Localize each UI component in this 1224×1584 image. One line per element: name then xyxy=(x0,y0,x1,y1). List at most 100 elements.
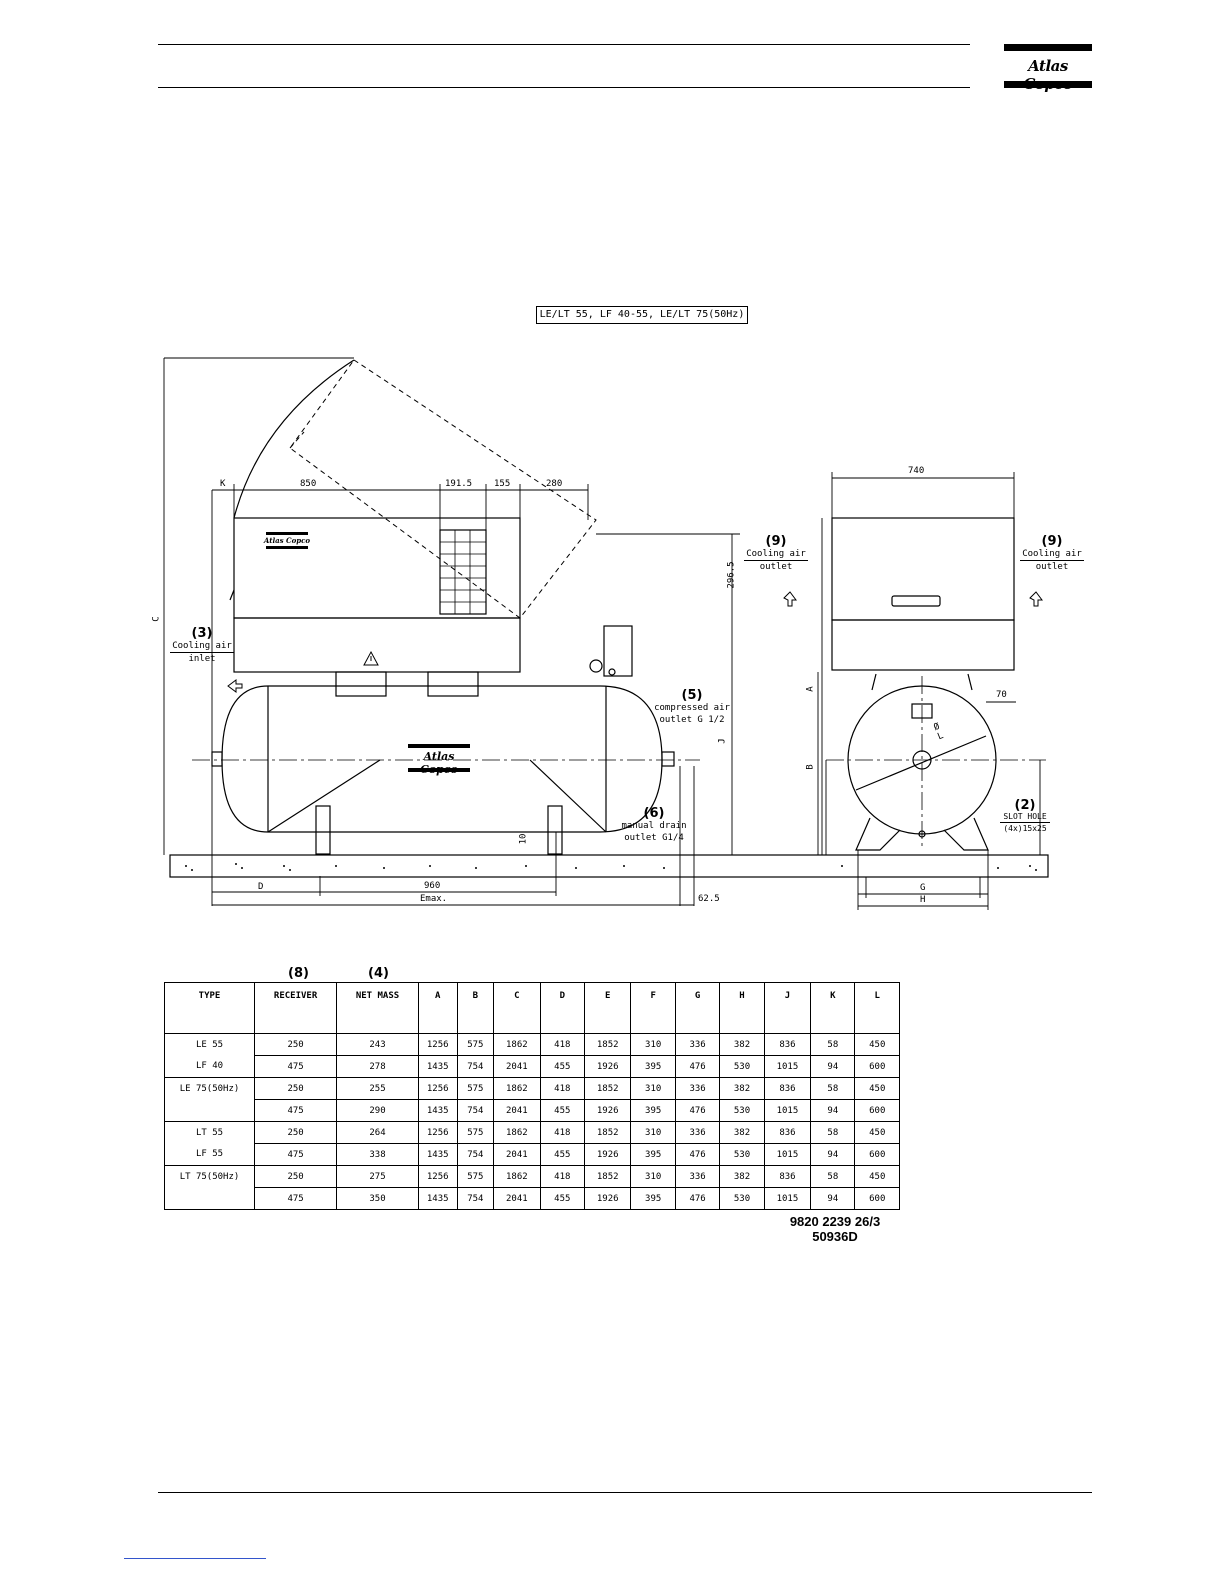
table-cell: 250 xyxy=(253,1121,338,1144)
table-cell: LF 40 xyxy=(164,1055,255,1078)
callout-2-line2: (4x)15x25 xyxy=(1003,824,1047,833)
vessel-logo-text: Atlas Copco xyxy=(420,750,458,776)
col-l: L xyxy=(854,982,900,1034)
table-cell: 336 xyxy=(674,1033,721,1056)
dim-j: J xyxy=(717,738,728,744)
table-cell: 1926 xyxy=(583,1143,632,1166)
dim-10: 10 xyxy=(518,833,529,845)
table-cell: 94 xyxy=(810,1055,856,1078)
col-g: G xyxy=(674,982,721,1034)
callout-5-line1: compressed air xyxy=(654,703,730,713)
table-cell: 1852 xyxy=(583,1165,632,1188)
table-cell: 836 xyxy=(763,1033,812,1056)
footer-link-underline xyxy=(124,1558,266,1559)
table-cell: LE 55 xyxy=(164,1033,255,1056)
table-cell: 450 xyxy=(854,1077,900,1100)
table-cell: 94 xyxy=(810,1099,856,1122)
table-cell: 310 xyxy=(630,1121,676,1144)
callout-9-left-number: (9) xyxy=(765,534,787,549)
callout-3-number: (3) xyxy=(191,626,213,641)
table-cell: 382 xyxy=(719,1033,765,1056)
table-cell: 58 xyxy=(810,1121,856,1144)
dim-960: 960 xyxy=(424,881,441,891)
table-cell: 1862 xyxy=(493,1165,541,1188)
table-cell: 1015 xyxy=(763,1143,812,1166)
col-b: B xyxy=(456,982,495,1034)
logo-wordmark: Atlas Copco xyxy=(1023,57,1073,93)
col-a: A xyxy=(417,982,458,1034)
callout-2-number: (2) xyxy=(1014,798,1036,813)
table-cell: 450 xyxy=(854,1165,900,1188)
atlas-copco-logo: Atlas Copco xyxy=(1004,44,1092,93)
front-canopy-lower xyxy=(831,619,1015,671)
table-cell: 382 xyxy=(719,1165,765,1188)
table-cell: 455 xyxy=(539,1187,586,1210)
dim-740: 740 xyxy=(908,466,925,476)
table-cell: 2041 xyxy=(493,1143,541,1166)
table-cell: 1852 xyxy=(583,1077,632,1100)
table-cell: 418 xyxy=(539,1121,586,1144)
table-cell: 575 xyxy=(456,1077,495,1100)
table-cell: 382 xyxy=(719,1077,765,1100)
callout-slot-hole: (2) SLOT HOLE (4x)15x25 xyxy=(1000,798,1050,834)
table-cell: 600 xyxy=(854,1055,900,1078)
table-cell xyxy=(164,1099,255,1122)
table-cell: LF 55 xyxy=(164,1143,255,1166)
col-c: C xyxy=(493,982,541,1034)
table-cell: 530 xyxy=(719,1187,765,1210)
table-cell: 94 xyxy=(810,1143,856,1166)
dim-155: 155 xyxy=(494,479,511,489)
callout-manual-drain: (6) manual drain outlet G1/4 xyxy=(616,807,692,844)
drawing-number: 50936D xyxy=(812,1229,858,1244)
table-cell: 475 xyxy=(253,1055,338,1078)
table-cell: 350 xyxy=(336,1187,419,1210)
table-cell: 476 xyxy=(674,1143,721,1166)
cooling-grille xyxy=(439,529,487,615)
col-f: F xyxy=(630,982,676,1034)
table-cell: 455 xyxy=(539,1099,586,1122)
table-cell: 290 xyxy=(336,1099,419,1122)
callout-cooling-air-outlet-right: (9) Cooling air outlet xyxy=(1020,534,1084,573)
header-bottom-rule xyxy=(158,87,970,88)
table-cell: 1862 xyxy=(493,1121,541,1144)
table-cell: 395 xyxy=(630,1187,676,1210)
table-cell: 836 xyxy=(763,1121,812,1144)
dim-a: A xyxy=(805,686,816,692)
table-cell: 1015 xyxy=(763,1099,812,1122)
table-cell: 418 xyxy=(539,1165,586,1188)
col-j: J xyxy=(763,982,812,1034)
dim-70: 70 xyxy=(996,690,1007,700)
table-cell: 250 xyxy=(253,1077,338,1100)
col-h: H xyxy=(719,982,765,1034)
col-receiver: RECEIVER xyxy=(253,982,338,1034)
table-cell: 310 xyxy=(630,1033,676,1056)
table-cell: 58 xyxy=(810,1077,856,1100)
table-cell: 1862 xyxy=(493,1033,541,1056)
col-net-mass: NET MASS xyxy=(336,982,419,1034)
table-cell: 476 xyxy=(674,1055,721,1078)
callout-3-line2: inlet xyxy=(188,654,216,664)
table-cell: 1435 xyxy=(417,1187,458,1210)
dimension-table: TYPE RECEIVER NET MASS A B C D E F G H J… xyxy=(164,982,900,1210)
table-cell: 2041 xyxy=(493,1099,541,1122)
table-cell: 1926 xyxy=(583,1099,632,1122)
callout-5-line2: outlet G 1/2 xyxy=(659,715,725,725)
table-cell: 1256 xyxy=(417,1121,458,1144)
col-type: TYPE xyxy=(164,982,255,1034)
table-cell: 530 xyxy=(719,1099,765,1122)
table-cell: 575 xyxy=(456,1033,495,1056)
table-cell: 255 xyxy=(336,1077,419,1100)
table-cell: 310 xyxy=(630,1077,676,1100)
table-cell: 600 xyxy=(854,1099,900,1122)
callout-6-line2: outlet G1/4 xyxy=(624,833,684,843)
col-k: K xyxy=(810,982,856,1034)
table-cell: LT 55 xyxy=(164,1121,255,1144)
table-cell: 418 xyxy=(539,1077,586,1100)
table-cell: 575 xyxy=(456,1165,495,1188)
table-cell: 275 xyxy=(336,1165,419,1188)
table-cell: 1015 xyxy=(763,1187,812,1210)
col-e: E xyxy=(583,982,632,1034)
callout-9-right-number: (9) xyxy=(1041,534,1063,549)
table-cell: 475 xyxy=(253,1187,338,1210)
